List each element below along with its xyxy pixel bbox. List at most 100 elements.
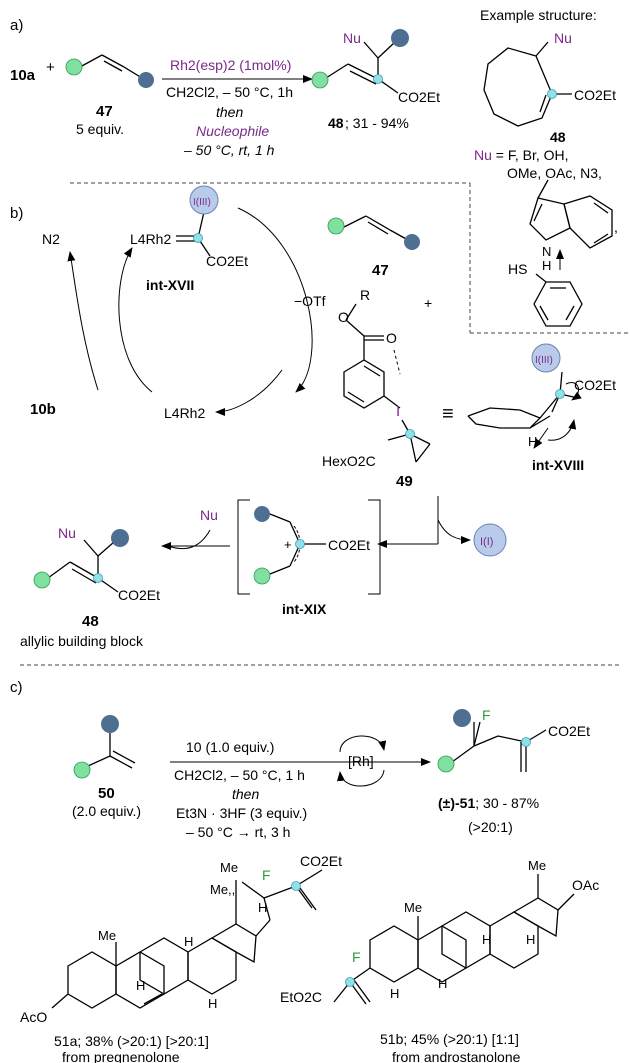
panel-a: a) 10a + 47 5 equiv. Rh2(esp)2 (1mol%) C…	[10, 7, 618, 327]
carbon-ball	[521, 737, 531, 747]
thiophenol-structure	[533, 249, 583, 327]
panel-c: c) 50 (2.0 equiv.) 10 (1.0 equiv.) CH2Cl…	[10, 679, 599, 1063]
conditions-label: CH2Cl2, – 50 °C, 1h	[166, 84, 293, 100]
nucleophile-label: Nucleophile	[196, 123, 269, 139]
carbon-ball	[193, 233, 203, 243]
blue-group-ball	[391, 29, 409, 47]
catalyst-rh: L4Rh2	[164, 405, 205, 421]
panel-b-label: b)	[10, 205, 23, 222]
temperature-label: – 50 °C, rt, 1 h	[183, 142, 275, 158]
panel-a-label: a)	[10, 17, 23, 34]
product-48-structure	[33, 529, 129, 593]
triflate-label: −OTf	[294, 293, 326, 309]
ex2-caption: 51b; 45% (>20:1) [1:1]	[380, 1031, 519, 1047]
carbon-ball	[345, 977, 355, 987]
panel-c-label: c)	[10, 679, 23, 696]
ex2-ester: EtO2C	[280, 989, 322, 1005]
steroid-51a-structure	[51, 869, 323, 1009]
compound-49-label: 49	[396, 473, 413, 490]
green-group-ball	[65, 58, 83, 76]
carbon-ball	[547, 89, 557, 99]
substrate-50-label: 50	[98, 785, 115, 802]
iodine-1-label: I(I)	[480, 536, 493, 548]
example-ester: CO2Et	[574, 87, 616, 103]
ex1-me3: Me	[98, 928, 116, 943]
product-description: allylic building block	[20, 633, 144, 649]
ex1-h1: H	[258, 900, 267, 915]
panel-b: b) N2 10b L4Rh2 I(III) CO2Et int-XVII L4…	[10, 185, 616, 649]
substrate-47-label: 47	[96, 103, 113, 120]
ex2-me2: Me	[404, 900, 422, 915]
green-group-ball	[73, 761, 91, 779]
blue-group-ball	[404, 234, 420, 250]
indole-structure	[529, 179, 613, 249]
int-19-label: int-XIX	[282, 601, 327, 617]
carbon-ball	[555, 389, 565, 399]
iodonium-plus: +	[424, 295, 432, 311]
iodine-release-arrow	[437, 519, 471, 544]
product-ester: CO2Et	[118, 587, 160, 603]
product-nu: Nu	[58, 525, 76, 541]
int-18-label: int-XVIII	[532, 457, 584, 473]
list-comma: ,	[614, 219, 618, 235]
blue-group-ball	[138, 72, 154, 88]
iodonium-49-structure	[343, 303, 431, 463]
reactant-10a: 10a	[10, 67, 36, 84]
green-group-ball	[253, 567, 271, 585]
indole-h: H	[542, 258, 551, 273]
catalyst-label: Rh2(esp)2 (1mol%)	[170, 57, 291, 73]
blue-group-ball	[254, 506, 270, 522]
ex1-h2: H	[184, 934, 193, 949]
example-48-label: 48	[550, 129, 566, 145]
fluoride-label: Et3N · 3HF (3 equiv.)	[176, 805, 307, 821]
rh-catalyst: [Rh]	[348, 753, 374, 769]
hexyl-ester: HexO2C	[322, 453, 376, 469]
int-17-label: int-XVII	[146, 277, 194, 293]
green-group-ball	[437, 755, 455, 773]
n2-release-arrow	[67, 251, 99, 391]
carbene-ester: CO2Et	[206, 253, 248, 269]
blue-group-ball	[111, 529, 129, 547]
int-18-ester: CO2Et	[574, 377, 616, 393]
cation-plus: +	[284, 537, 292, 552]
ex2-h3: H	[438, 976, 447, 991]
carbonyl-o2: O	[386, 330, 397, 346]
carbene-rh: L4Rh2	[130, 231, 171, 247]
cycle-arrow-bottom	[215, 369, 283, 416]
ex2-h4: H	[390, 986, 399, 1001]
alkene-47-structure	[65, 54, 154, 88]
equivalence-symbol: ≡	[442, 403, 454, 425]
nu-label: Nu	[343, 30, 361, 46]
int-18-h: H	[528, 434, 537, 449]
temperature-label: – 50 °C → rt, 3 h	[186, 824, 290, 840]
carbon-ball	[373, 74, 383, 84]
indole-nh: N	[542, 244, 551, 259]
ex1-ester: CO2Et	[300, 853, 342, 869]
int-18-structure	[467, 371, 582, 449]
plus-sign: +	[46, 59, 55, 76]
iodine-ball	[531, 343, 561, 373]
cycle-arrow-right	[237, 207, 313, 393]
then-label: then	[216, 104, 243, 120]
ex1-me1: Me,,	[210, 882, 235, 897]
int-18-iodane: I(III)	[535, 355, 553, 366]
iodane-label: I(III)	[193, 197, 211, 208]
product-48-structure	[311, 29, 409, 94]
product-yield: ; 31 - 94%	[345, 115, 409, 131]
reagent-label: 10 (1.0 equiv.)	[186, 739, 274, 755]
green-group-ball	[33, 571, 51, 589]
nu-list-2: OMe, OAc, N3,	[507, 165, 602, 181]
r-group: R	[360, 287, 370, 303]
iodonium-i: I	[396, 403, 400, 420]
ex1-h3: H	[136, 978, 145, 993]
carbon-ball	[291, 881, 301, 891]
ester-label: CO2Et	[398, 89, 440, 105]
ex2-oac: OAc	[572, 877, 599, 893]
substrate-47-label: 47	[372, 262, 389, 279]
product-51-label: (±)-51; 30 - 87%	[438, 795, 539, 811]
thiol-label: HS	[508, 261, 527, 277]
substrate-equiv: (2.0 equiv.)	[72, 803, 141, 819]
product-ester: CO2Et	[548, 723, 590, 739]
product-48-label: 48	[328, 115, 344, 131]
